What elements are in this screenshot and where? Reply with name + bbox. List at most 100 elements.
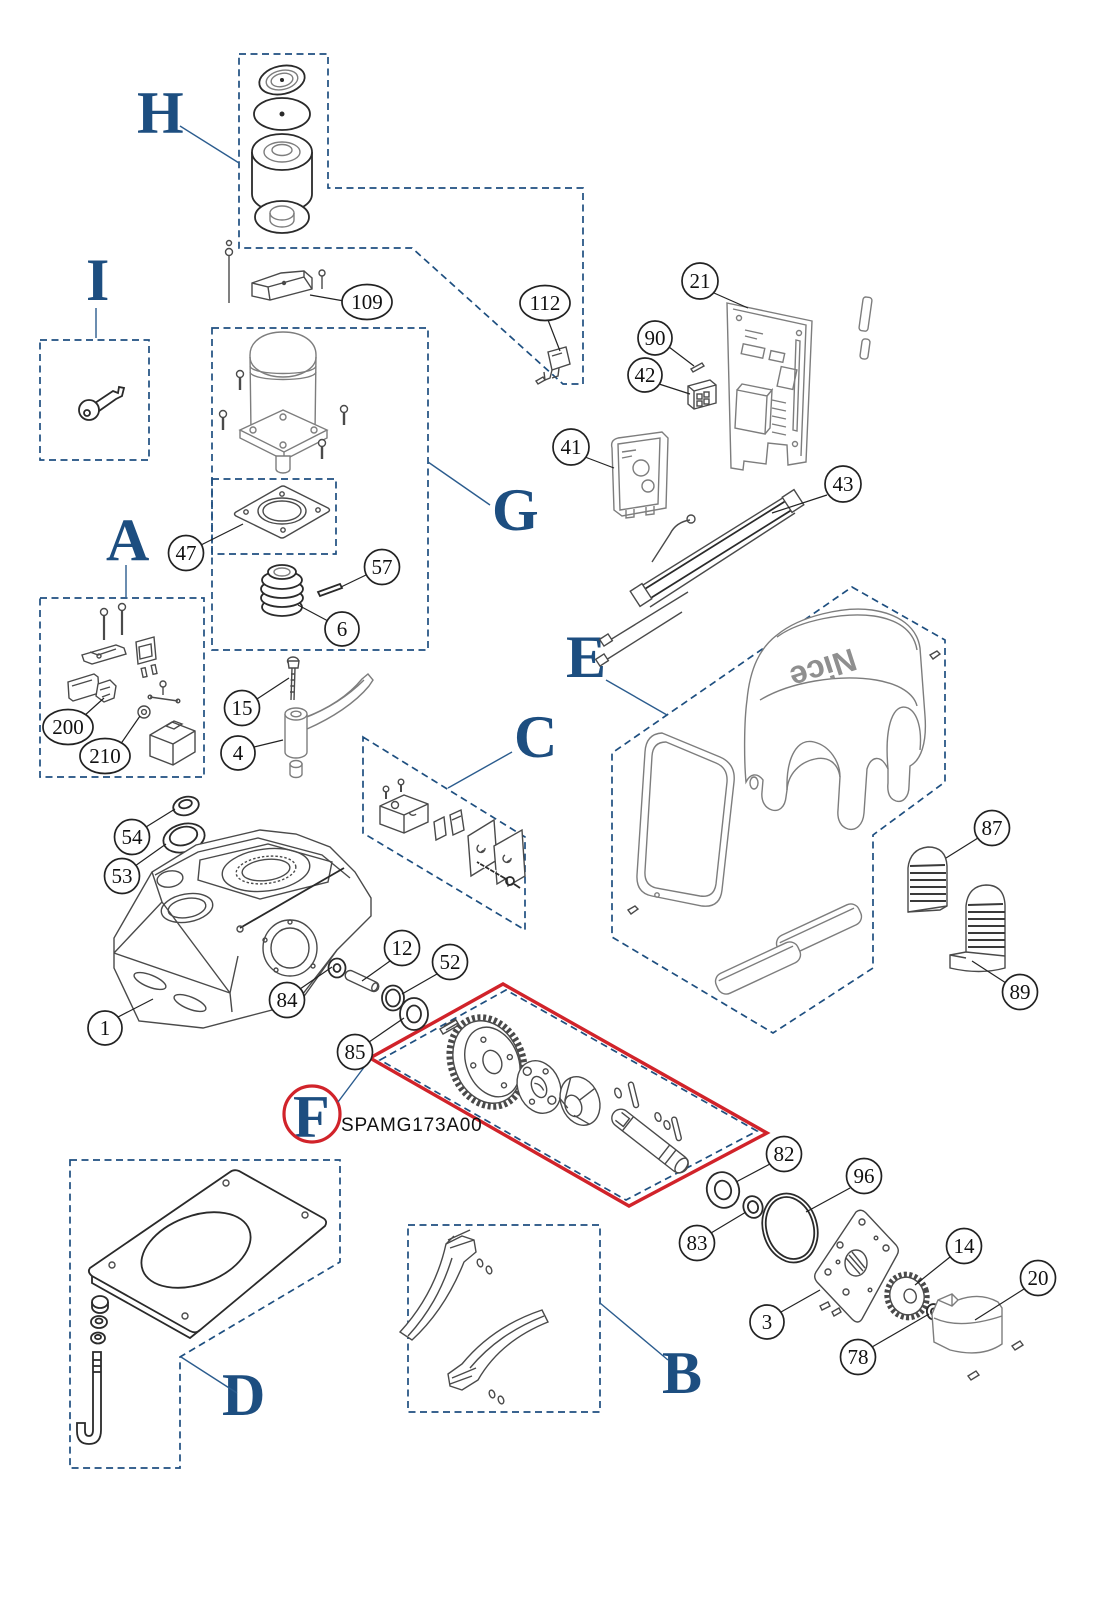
callout-21: 21: [681, 262, 749, 309]
part-gear-14: [884, 1271, 930, 1321]
callout-89: 89: [971, 960, 1039, 1011]
callout-57: 57: [340, 548, 401, 588]
f-highlight-circle: [282, 1084, 342, 1144]
callout-41: 41: [552, 428, 615, 469]
svg-text:43: 43: [833, 472, 854, 496]
svg-text:84: 84: [277, 988, 299, 1012]
highlight-box-f: [366, 982, 771, 1208]
callout-15: 15: [223, 677, 290, 727]
callout-20: 20: [974, 1259, 1057, 1321]
svg-text:41: 41: [561, 435, 582, 459]
part-lever-4: [284, 673, 374, 779]
part-housing-1: [113, 829, 372, 1029]
svg-text:112: 112: [530, 291, 561, 315]
svg-text:200: 200: [52, 715, 84, 739]
part-fixings-d: [76, 1295, 109, 1445]
part-washer-84: [327, 957, 347, 979]
callout-53: 53: [103, 843, 167, 895]
section-label-b: B: [662, 1340, 702, 1406]
part-group-a-items: [67, 602, 196, 766]
svg-text:78: 78: [848, 1345, 869, 1369]
group-box-47: [211, 478, 337, 555]
part-bellows-6: [260, 564, 304, 617]
svg-text:52: 52: [440, 950, 461, 974]
callout-109: 109: [309, 283, 393, 321]
group-box-d: [69, 1159, 341, 1469]
group-box-i: [39, 339, 150, 461]
group-box-a: [39, 597, 205, 778]
part-oring-96: [761, 1192, 819, 1264]
callouts: 109 112 21 90 42 41 43 47 57 6 15 4 200 …: [42, 262, 1057, 1376]
group-box-g: [211, 327, 429, 651]
part-connector-42: [687, 379, 717, 410]
part-plate-3: [814, 1209, 899, 1323]
part-plate-47: [233, 485, 331, 539]
callout-83: 83: [678, 1211, 747, 1262]
svg-text:54: 54: [122, 825, 144, 849]
group-boxes: [39, 53, 946, 1469]
part-ring-54: [172, 795, 200, 817]
svg-text:1: 1: [100, 1016, 111, 1040]
callout-43: 43: [771, 465, 862, 514]
svg-text:6: 6: [337, 617, 348, 641]
svg-text:21: 21: [690, 269, 711, 293]
callout-112: 112: [519, 284, 571, 352]
part-bolt-15: [286, 656, 300, 701]
part-release-lever-1: [398, 1229, 493, 1341]
part-gear-assembly-f: [439, 1014, 689, 1174]
part-grille-89: [949, 884, 1006, 973]
svg-text:87: 87: [982, 816, 1003, 840]
svg-text:12: 12: [392, 936, 413, 960]
group-box-f: [378, 989, 759, 1201]
svg-text:85: 85: [345, 1040, 366, 1064]
part-pin-57: [316, 582, 344, 598]
svg-text:15: 15: [232, 696, 253, 720]
svg-text:20: 20: [1028, 1266, 1049, 1290]
callout-42: 42: [627, 357, 691, 395]
svg-text:82: 82: [774, 1142, 795, 1166]
part-key-i: [78, 385, 126, 421]
callout-82: 82: [735, 1135, 803, 1183]
svg-text:90: 90: [645, 326, 666, 350]
part-group-c-items: [379, 778, 526, 889]
part-release-lever-2: [447, 1309, 549, 1405]
section-label-i: I: [86, 247, 109, 313]
svg-text:210: 210: [89, 744, 121, 768]
section-label-g: G: [492, 477, 539, 543]
callout-87: 87: [945, 809, 1011, 859]
part-pad-2: [714, 941, 802, 995]
svg-text:96: 96: [854, 1164, 875, 1188]
svg-text:4: 4: [233, 741, 244, 765]
callout-1: 1: [87, 998, 154, 1046]
callout-210: 210: [79, 715, 141, 775]
svg-text:14: 14: [954, 1234, 976, 1258]
part-plate-d: [87, 1169, 328, 1340]
part-bracket-20: [931, 1293, 1025, 1381]
group-box-e: [611, 585, 946, 1035]
svg-text:42: 42: [635, 363, 656, 387]
part-bearing-85: [399, 997, 429, 1031]
part-code-text: SPAMG173A00: [341, 1115, 483, 1136]
part-control-board-21: [726, 296, 873, 471]
part-switch-112: [535, 346, 571, 385]
group-box-c: [362, 735, 526, 932]
part-oring-52: [381, 984, 405, 1012]
svg-text:83: 83: [687, 1231, 708, 1255]
group-box-b: [407, 1224, 601, 1413]
callout-90: 90: [637, 320, 695, 367]
part-ring-83: [742, 1195, 764, 1219]
part-bracket-109: [224, 239, 326, 303]
svg-text:3: 3: [762, 1310, 773, 1334]
part-motor-g: [218, 331, 349, 474]
part-receiver-41: [610, 431, 669, 519]
callout-54: 54: [113, 808, 176, 856]
callout-52: 52: [401, 943, 469, 995]
part-pin-90: [689, 362, 706, 373]
section-label-h: H: [137, 80, 184, 146]
section-label-d: D: [222, 1362, 265, 1428]
part-rails-43: [594, 488, 805, 668]
part-door-e: [626, 732, 735, 915]
part-bearing-82: [705, 1171, 741, 1209]
section-label-a: A: [106, 507, 149, 573]
